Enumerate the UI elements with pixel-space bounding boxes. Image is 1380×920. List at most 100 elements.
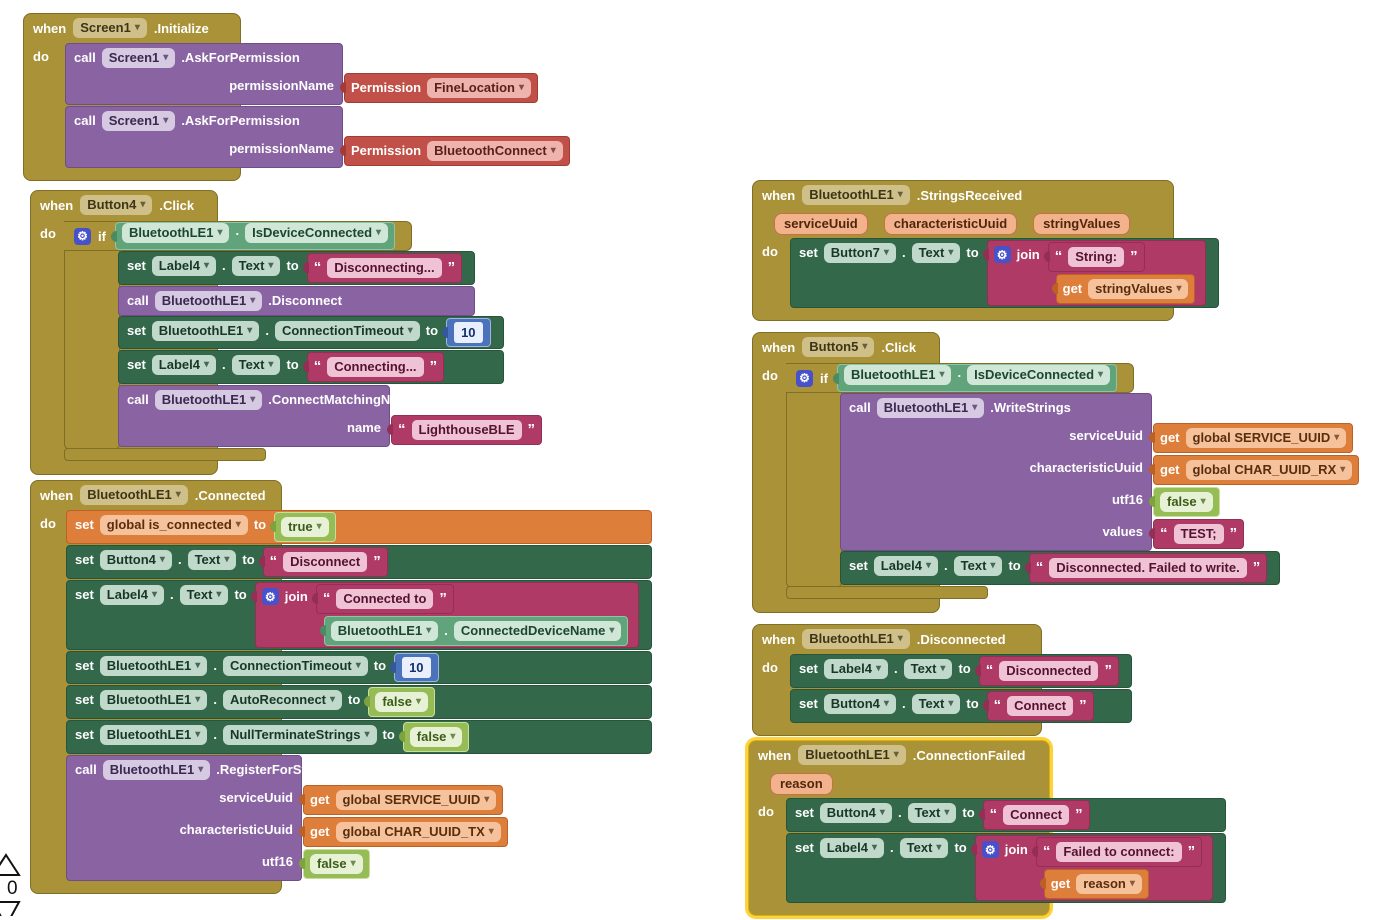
bluetoothle1-dropdown[interactable]: BluetoothLE1▾ (154, 390, 263, 410)
text-dropdown[interactable]: Text▾ (899, 838, 949, 858)
global-service-uuid-dropdown[interactable]: global SERVICE_UUID▾ (335, 790, 497, 810)
bluetoothle1-dropdown[interactable]: BluetoothLE1▾ (802, 185, 910, 205)
bluetoothconnect-dropdown[interactable]: BluetoothConnect▾ (427, 141, 563, 161)
bluetoothle1-dropdown[interactable]: BluetoothLE1▾ (80, 485, 188, 505)
isdeviceconnected-getter-block[interactable]: BluetoothLE1▾.IsDeviceConnected▾ (832, 364, 1118, 392)
bluetoothle1-dropdown[interactable]: BluetoothLE1▾ (154, 291, 263, 311)
warning-triangle-icon[interactable] (0, 853, 21, 877)
bluetoothle1-dropdown[interactable]: BluetoothLE1▾ (99, 725, 208, 745)
isdeviceconnected-getter-block[interactable]: BluetoothLE1▾.IsDeviceConnected▾ (110, 222, 396, 250)
bluetoothle1-dropdown[interactable]: BluetoothLE1▾ (121, 223, 230, 243)
bluetoothle1-dropdown[interactable]: BluetoothLE1▾ (798, 745, 906, 765)
text-dropdown[interactable]: Text▾ (231, 256, 281, 276)
isdeviceconnected-dropdown[interactable]: IsDeviceConnected▾ (967, 365, 1111, 385)
bluetoothle1-dropdown[interactable]: BluetoothLE1▾ (876, 398, 985, 418)
button4-dropdown[interactable]: Button4▾ (80, 195, 153, 215)
param-serviceuuid[interactable]: serviceUuid (774, 213, 868, 235)
text-dropdown[interactable]: Text▾ (179, 585, 229, 605)
bluetoothle1-dropdown[interactable]: BluetoothLE1▾ (102, 760, 211, 780)
label4-dropdown[interactable]: Label4▾ (823, 659, 889, 679)
reason-dropdown[interactable]: reason▾ (1076, 874, 1142, 894)
button4-dropdown[interactable]: Button4▾ (819, 803, 892, 823)
global-char-uuid-tx-dropdown[interactable]: global CHAR_UUID_TX▾ (335, 822, 501, 842)
global-service-uuid-dropdown[interactable]: global SERVICE_UUID▾ (1185, 428, 1347, 448)
text-value[interactable]: Connecting... (327, 357, 424, 377)
text-string-block[interactable]: “String: ” (1043, 242, 1145, 272)
param-characteristicuuid[interactable]: characteristicUuid (883, 213, 1018, 235)
false-dropdown[interactable]: false▾ (409, 727, 463, 747)
number-value[interactable]: 10 (402, 657, 431, 678)
mutator-gear-icon[interactable]: ⚙ (981, 841, 999, 858)
bluetoothle1-dropdown[interactable]: BluetoothLE1▾ (843, 365, 952, 385)
global-is-connected-dropdown[interactable]: global is_connected▾ (99, 515, 248, 535)
number-block[interactable]: 10 (390, 653, 439, 682)
mutator-gear-icon[interactable]: ⚙ (74, 227, 91, 245)
text-value[interactable]: Connect (1007, 696, 1074, 716)
label4-dropdown[interactable]: Label4▾ (819, 838, 885, 858)
text-value[interactable]: Connect (1003, 805, 1070, 825)
text-dropdown[interactable]: Text▾ (911, 694, 961, 714)
if-block[interactable]: ⚙ifBluetoothLE1▾.IsDeviceConnected▾thens… (64, 221, 543, 461)
text-string-block[interactable]: “Connect” (978, 800, 1090, 830)
false-dropdown[interactable]: false▾ (310, 854, 363, 874)
screen1-dropdown[interactable]: Screen1▾ (101, 48, 176, 68)
param-reason[interactable]: reason (770, 773, 833, 795)
if-block[interactable]: ⚙ifBluetoothLE1▾.IsDeviceConnected▾thenc… (786, 363, 1360, 599)
text-value[interactable]: Connected to (336, 589, 434, 609)
number-value[interactable]: 10 (454, 322, 483, 343)
screen1-dropdown[interactable]: Screen1▾ (73, 18, 147, 38)
text-string-block[interactable]: “Disconnect” (258, 547, 388, 577)
autoreconnect-dropdown[interactable]: AutoReconnect▾ (222, 690, 343, 710)
true-dropdown[interactable]: true▾ (281, 517, 329, 537)
bluetoothle1-dropdown[interactable]: BluetoothLE1▾ (330, 621, 439, 641)
text-string-block[interactable]: “Disconnected. Failed to write.” (1024, 553, 1268, 583)
logic-false-block[interactable]: false▾ (398, 722, 470, 752)
logic-true-block[interactable]: true▾ (270, 512, 336, 542)
connecteddevicename-getter-block[interactable]: BluetoothLE1▾.ConnectedDeviceName▾ (319, 616, 629, 646)
label4-dropdown[interactable]: Label4▾ (151, 256, 217, 276)
mutator-gear-icon[interactable]: ⚙ (993, 246, 1011, 263)
false-dropdown[interactable]: false▾ (375, 692, 428, 712)
mutator-gear-icon[interactable]: ⚙ (796, 369, 813, 387)
text-string-block[interactable]: “TEST;” (1148, 519, 1245, 549)
text-value[interactable]: String: (1068, 247, 1125, 267)
logic-false-block[interactable]: false▾ (299, 849, 370, 879)
text-value[interactable]: Failed to connect: (1056, 842, 1182, 862)
text-string-block[interactable]: “LighthouseBLE” (386, 415, 543, 445)
finelocation-dropdown[interactable]: FineLocation▾ (427, 78, 532, 98)
connectiontimeout-dropdown[interactable]: ConnectionTimeout▾ (274, 321, 420, 341)
false-dropdown[interactable]: false▾ (1160, 492, 1213, 512)
join-block[interactable]: ⚙join“Connected to ”BluetoothLE1▾.Connec… (250, 582, 640, 648)
bluetoothle1-dropdown[interactable]: BluetoothLE1▾ (151, 321, 260, 341)
button4-dropdown[interactable]: Button4▾ (99, 550, 172, 570)
label4-dropdown[interactable]: Label4▾ (873, 556, 939, 576)
bluetoothle1-dropdown[interactable]: BluetoothLE1▾ (802, 629, 910, 649)
